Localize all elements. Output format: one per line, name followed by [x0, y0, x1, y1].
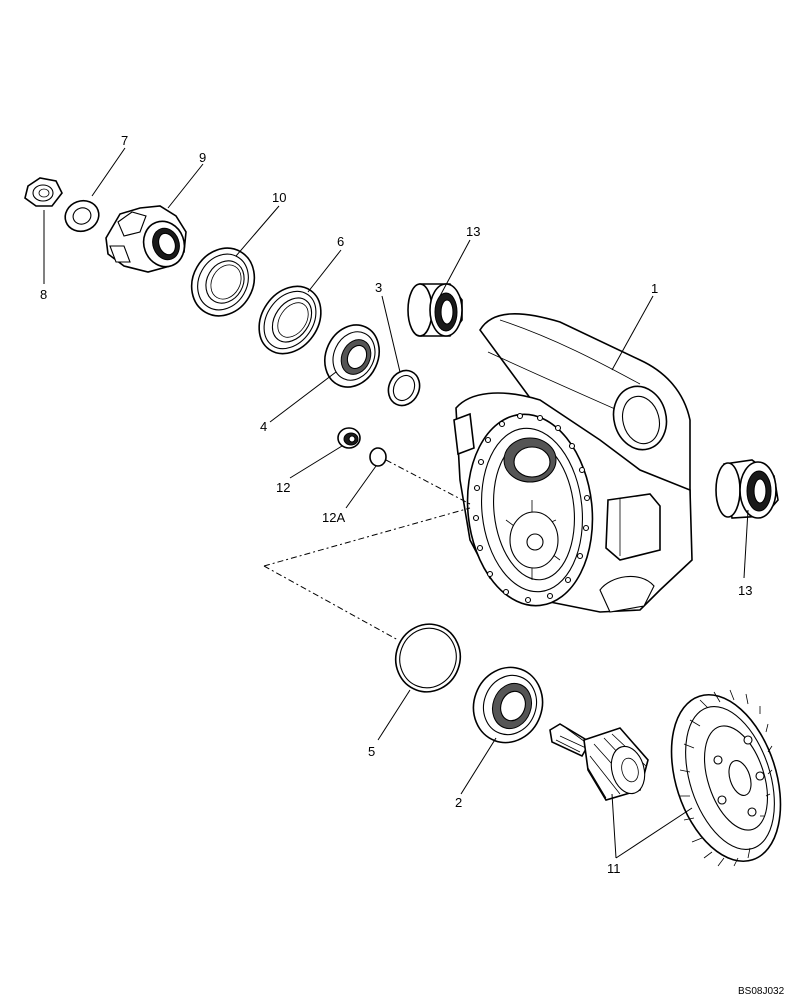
- callout-2: 2: [455, 795, 462, 810]
- part-5-o-ring: [394, 623, 462, 693]
- part-1-axle-housing: [453, 313, 693, 613]
- callout-13-upper: 13: [466, 224, 480, 239]
- callout-7: 7: [121, 133, 128, 148]
- part-10-seal: [190, 247, 256, 317]
- part-2-bearing: [472, 666, 544, 744]
- part-11-pinion-gear: [549, 723, 649, 801]
- callout-6: 6: [337, 234, 344, 249]
- callout-12a: 12A: [322, 510, 345, 525]
- part-11-ring-gear: [670, 689, 782, 867]
- callout-13-lower: 13: [738, 583, 752, 598]
- part-4-bearing: [324, 324, 380, 388]
- callout-labels: 7 9 10 6 3 13 1 8 4 12 12A 13 5 2 11: [40, 133, 752, 876]
- document-code: BS08J032: [738, 986, 785, 997]
- callout-11: 11: [607, 861, 621, 876]
- part-13-bushing-lower: [715, 459, 779, 519]
- part-9-yoke-flange: [105, 205, 187, 273]
- callout-3: 3: [375, 280, 382, 295]
- part-3-shim: [387, 369, 421, 407]
- callout-4: 4: [260, 419, 267, 434]
- callout-10: 10: [272, 190, 286, 205]
- callout-8: 8: [40, 287, 47, 302]
- assembly-centerlines: [263, 459, 471, 641]
- callout-5: 5: [368, 744, 375, 759]
- part-12-plug: [337, 427, 361, 449]
- flange-bolt-holes: [472, 412, 591, 604]
- callout-1: 1: [651, 281, 658, 296]
- part-6-seal-ring: [258, 285, 322, 355]
- callout-12: 12: [276, 480, 290, 495]
- part-7-washer: [64, 199, 100, 233]
- part-13-bushing-upper: [407, 283, 463, 337]
- leader-lines: [43, 147, 749, 859]
- callout-9: 9: [199, 150, 206, 165]
- part-8-hex-nut: [24, 177, 63, 207]
- part-12a-o-ring: [369, 447, 387, 467]
